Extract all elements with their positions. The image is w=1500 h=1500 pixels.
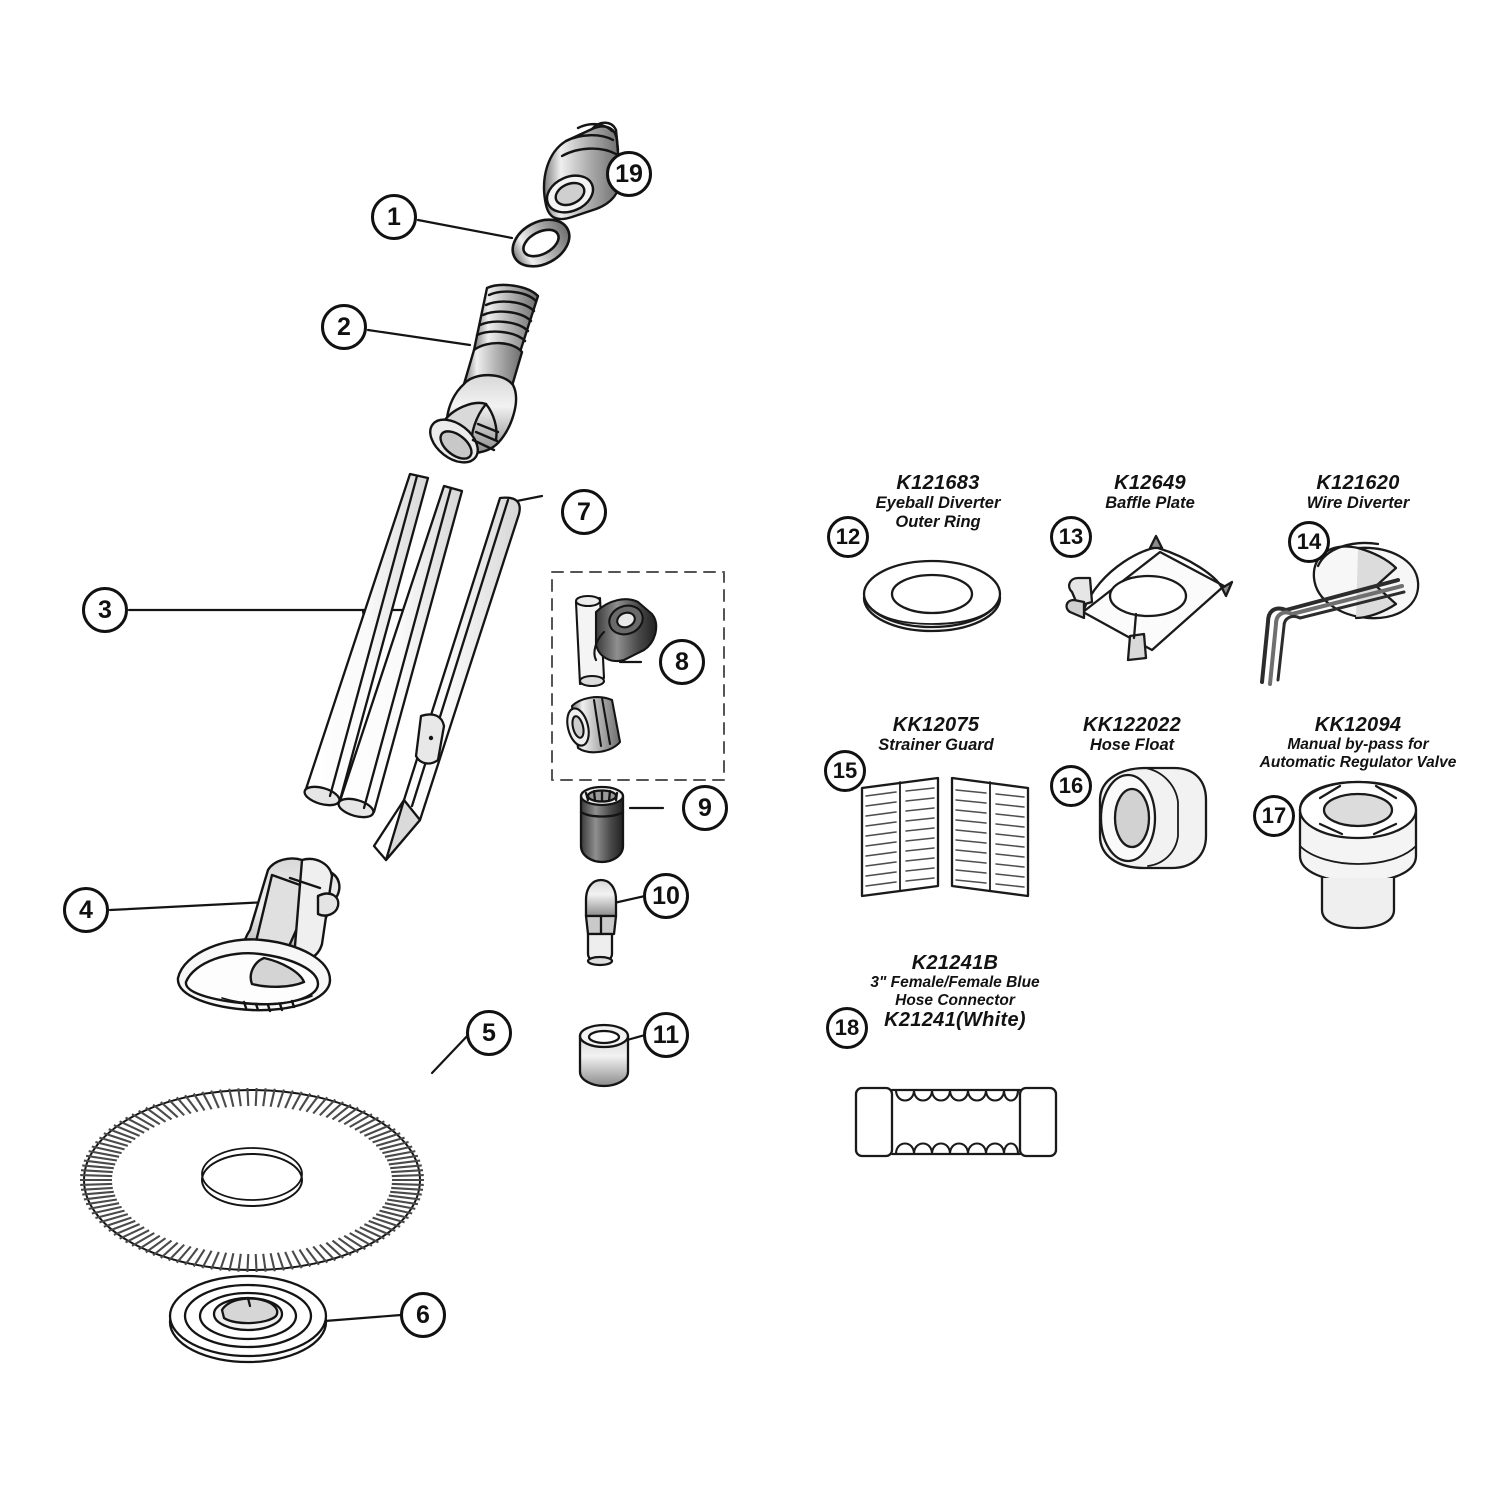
part-card-16-label: KK122022 Hose Float <box>1083 714 1181 755</box>
part-3-hose-tubes <box>303 472 464 819</box>
part-card-14-label: K121620 Wire Diverter <box>1307 472 1410 513</box>
callout-label: 14 <box>1296 529 1322 554</box>
callout-6[interactable]: 6 <box>400 1292 446 1338</box>
callout-3[interactable]: 3 <box>82 587 128 633</box>
part-card-17-label: KK12094 Manual by-pass for Automatic Reg… <box>1260 714 1457 771</box>
part-2-swivel-elbow <box>429 283 540 464</box>
callout-1[interactable]: 1 <box>371 194 417 240</box>
part-desc-line: Eyeball Diverter <box>875 494 1001 513</box>
part-desc-line: Hose Connector <box>895 991 1015 1009</box>
callout-label: 16 <box>1058 773 1084 798</box>
callout-label: 15 <box>832 758 858 783</box>
callout-label: 4 <box>79 895 93 924</box>
part-sku: K121683 <box>896 472 980 494</box>
part-card-18-label: K21241B 3" Female/Female Blue Hose Conne… <box>870 952 1039 1032</box>
callout-label: 18 <box>834 1015 860 1040</box>
callout-2[interactable]: 2 <box>321 304 367 350</box>
callout-label: 10 <box>652 881 680 910</box>
part-4-vacuum-head <box>176 857 341 1013</box>
part-sku: K21241B <box>911 952 999 974</box>
callout-10[interactable]: 10 <box>643 873 689 919</box>
callout-label: 7 <box>577 497 591 526</box>
callout-label: 9 <box>698 793 712 822</box>
callout-15[interactable]: 15 <box>824 750 866 792</box>
part-sku: KK122022 <box>1082 714 1182 736</box>
part-1-o-ring <box>511 218 571 268</box>
callout-label: 19 <box>615 159 643 188</box>
brush-bristles <box>80 1087 424 1273</box>
part-9-strainer-cup <box>579 785 625 864</box>
callout-label: 2 <box>337 312 351 341</box>
part-desc-line: Baffle Plate <box>1105 494 1195 513</box>
callout-12[interactable]: 12 <box>827 516 869 558</box>
callout-label: 5 <box>482 1018 496 1047</box>
callout-label: 17 <box>1261 803 1287 828</box>
callout-17[interactable]: 17 <box>1253 795 1295 837</box>
part-desc-line: Hose Float <box>1089 736 1175 755</box>
part-8-connector-kit <box>551 571 725 781</box>
part-card-15-label: KK12075 Strainer Guard <box>878 714 994 755</box>
art-17-manual-bypass <box>1298 780 1418 930</box>
part-desc-line: Strainer Guard <box>878 736 994 755</box>
part-11-seal-collar <box>578 1023 630 1088</box>
part-7-stabilizer-rod <box>372 496 521 862</box>
callout-label: 13 <box>1058 524 1084 549</box>
part-sku: KK12075 <box>892 714 980 736</box>
callout-18[interactable]: 18 <box>826 1007 868 1049</box>
part-card-12-label: K121683 Eyeball Diverter Outer Ring <box>876 472 1001 531</box>
part-desc-line: Automatic Regulator Valve <box>1259 753 1457 771</box>
callout-label: 1 <box>387 202 401 231</box>
part-desc-line: Outer Ring <box>895 512 981 531</box>
part-sku: K12649 <box>1114 472 1186 494</box>
callout-8[interactable]: 8 <box>659 639 705 685</box>
part-desc-line: 3" Female/Female Blue <box>870 974 1040 992</box>
art-18-hose-connector <box>854 1086 1058 1158</box>
callout-5[interactable]: 5 <box>466 1010 512 1056</box>
callout-14[interactable]: 14 <box>1288 521 1330 563</box>
part-desc-line: Wire Diverter <box>1306 494 1410 513</box>
part-desc-line: K21241(White) <box>884 1009 1026 1032</box>
part-sku: KK12094 <box>1314 714 1402 736</box>
callout-label: 11 <box>652 1020 680 1049</box>
callout-7[interactable]: 7 <box>561 489 607 535</box>
callout-label: 8 <box>675 647 689 676</box>
part-sku: K121620 <box>1316 472 1400 494</box>
callout-label: 6 <box>416 1300 430 1329</box>
part-6-bottom-cap <box>168 1274 328 1364</box>
callout-16[interactable]: 16 <box>1050 765 1092 807</box>
part-10-valve-plug <box>584 878 618 967</box>
callout-label: 12 <box>835 524 861 549</box>
callout-19[interactable]: 19 <box>606 151 652 197</box>
part-card-13-label: K12649 Baffle Plate <box>1105 472 1195 513</box>
callout-label: 3 <box>98 595 112 624</box>
callout-4[interactable]: 4 <box>63 887 109 933</box>
callout-13[interactable]: 13 <box>1050 516 1092 558</box>
art-12-outer-ring <box>862 559 1002 633</box>
art-15-strainer-guard <box>860 776 1030 898</box>
callout-11[interactable]: 11 <box>643 1012 689 1058</box>
art-16-hose-float <box>1098 766 1208 870</box>
art-13-baffle-plate <box>1065 534 1234 662</box>
part-desc-line: Manual by-pass for <box>1287 736 1429 754</box>
callout-9[interactable]: 9 <box>682 785 728 831</box>
part-19-hose-nut <box>542 121 622 221</box>
art-14-wire-diverter <box>1260 541 1420 686</box>
